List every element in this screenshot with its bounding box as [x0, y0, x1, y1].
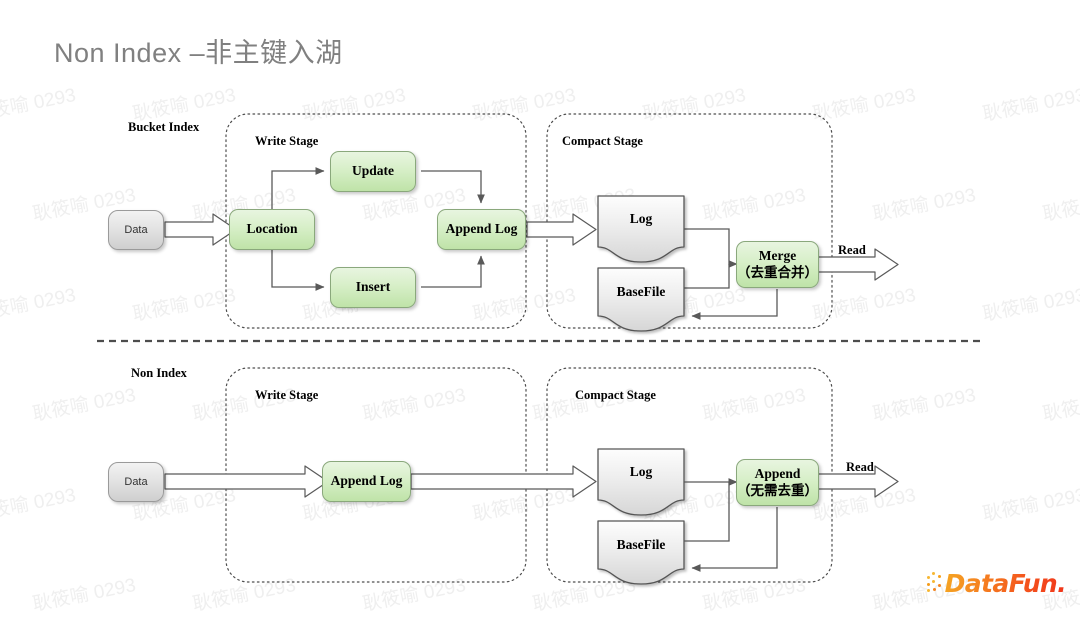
log-document-1 [597, 195, 685, 263]
datafun-logo: DataFun. [926, 568, 1067, 598]
logo-dots-icon [926, 572, 944, 594]
node-merge[interactable]: Merge （去重合并） [736, 241, 819, 288]
row-label-non-index: Non Index [131, 366, 187, 380]
node-append-line1: Append [754, 466, 801, 482]
block-arrow-read-1 [817, 248, 899, 281]
write-stage-label-2: Write Stage [255, 388, 319, 402]
doc-label-log-1: Log [629, 211, 653, 226]
node-append-log-1[interactable]: Append Log [437, 209, 526, 250]
basefile-document-1 [597, 267, 685, 332]
page-title: Non Index –非主键入湖 [54, 38, 343, 68]
node-merge-line2: （去重合并） [737, 264, 818, 280]
doc-label-basefile-1: BaseFile [616, 284, 666, 299]
node-update[interactable]: Update [330, 151, 416, 192]
data-input-node-1[interactable]: Data [108, 210, 164, 250]
write-stage-label-1: Write Stage [255, 134, 319, 148]
doc-label-basefile-2: BaseFile [616, 537, 666, 552]
compact-stage-container-1 [546, 113, 833, 329]
connector-append-basefile-feedback [691, 507, 778, 572]
node-location[interactable]: Location [229, 209, 315, 250]
read-label-1: Read [838, 243, 866, 257]
node-insert[interactable]: Insert [330, 267, 416, 308]
connector-basefile-merge [684, 264, 730, 289]
compact-stage-label-1: Compact Stage [562, 134, 643, 148]
node-append[interactable]: Append （无需去重） [736, 459, 819, 506]
block-arrow-read-2 [817, 465, 899, 498]
compact-stage-label-2: Compact Stage [575, 388, 656, 402]
block-arrow-data-to-write-1 [164, 213, 237, 246]
connector-update-appendlog [421, 170, 485, 204]
row-label-bucket-index: Bucket Index [128, 120, 200, 134]
doc-label-log-2: Log [629, 464, 653, 479]
node-merge-line1: Merge [758, 248, 797, 264]
connector-insert-appendlog [421, 255, 485, 288]
connector-basefile2-append [684, 482, 730, 542]
basefile-document-2 [597, 520, 685, 585]
block-arrow-write-to-compact-2 [410, 465, 597, 498]
block-arrow-write-to-compact-1 [526, 213, 597, 246]
node-append-log-2[interactable]: Append Log [322, 461, 411, 502]
connector-merge-basefile-feedback [691, 289, 778, 320]
node-append-line2: （无需去重） [737, 482, 818, 498]
read-label-2: Read [846, 460, 874, 474]
logo-text: DataFun. [944, 568, 1067, 598]
block-arrow-data-to-write-2 [164, 465, 329, 498]
log-document-2 [597, 448, 685, 516]
connector-log-merge [684, 228, 738, 268]
write-stage-container-1 [225, 113, 527, 329]
data-input-node-2[interactable]: Data [108, 462, 164, 502]
